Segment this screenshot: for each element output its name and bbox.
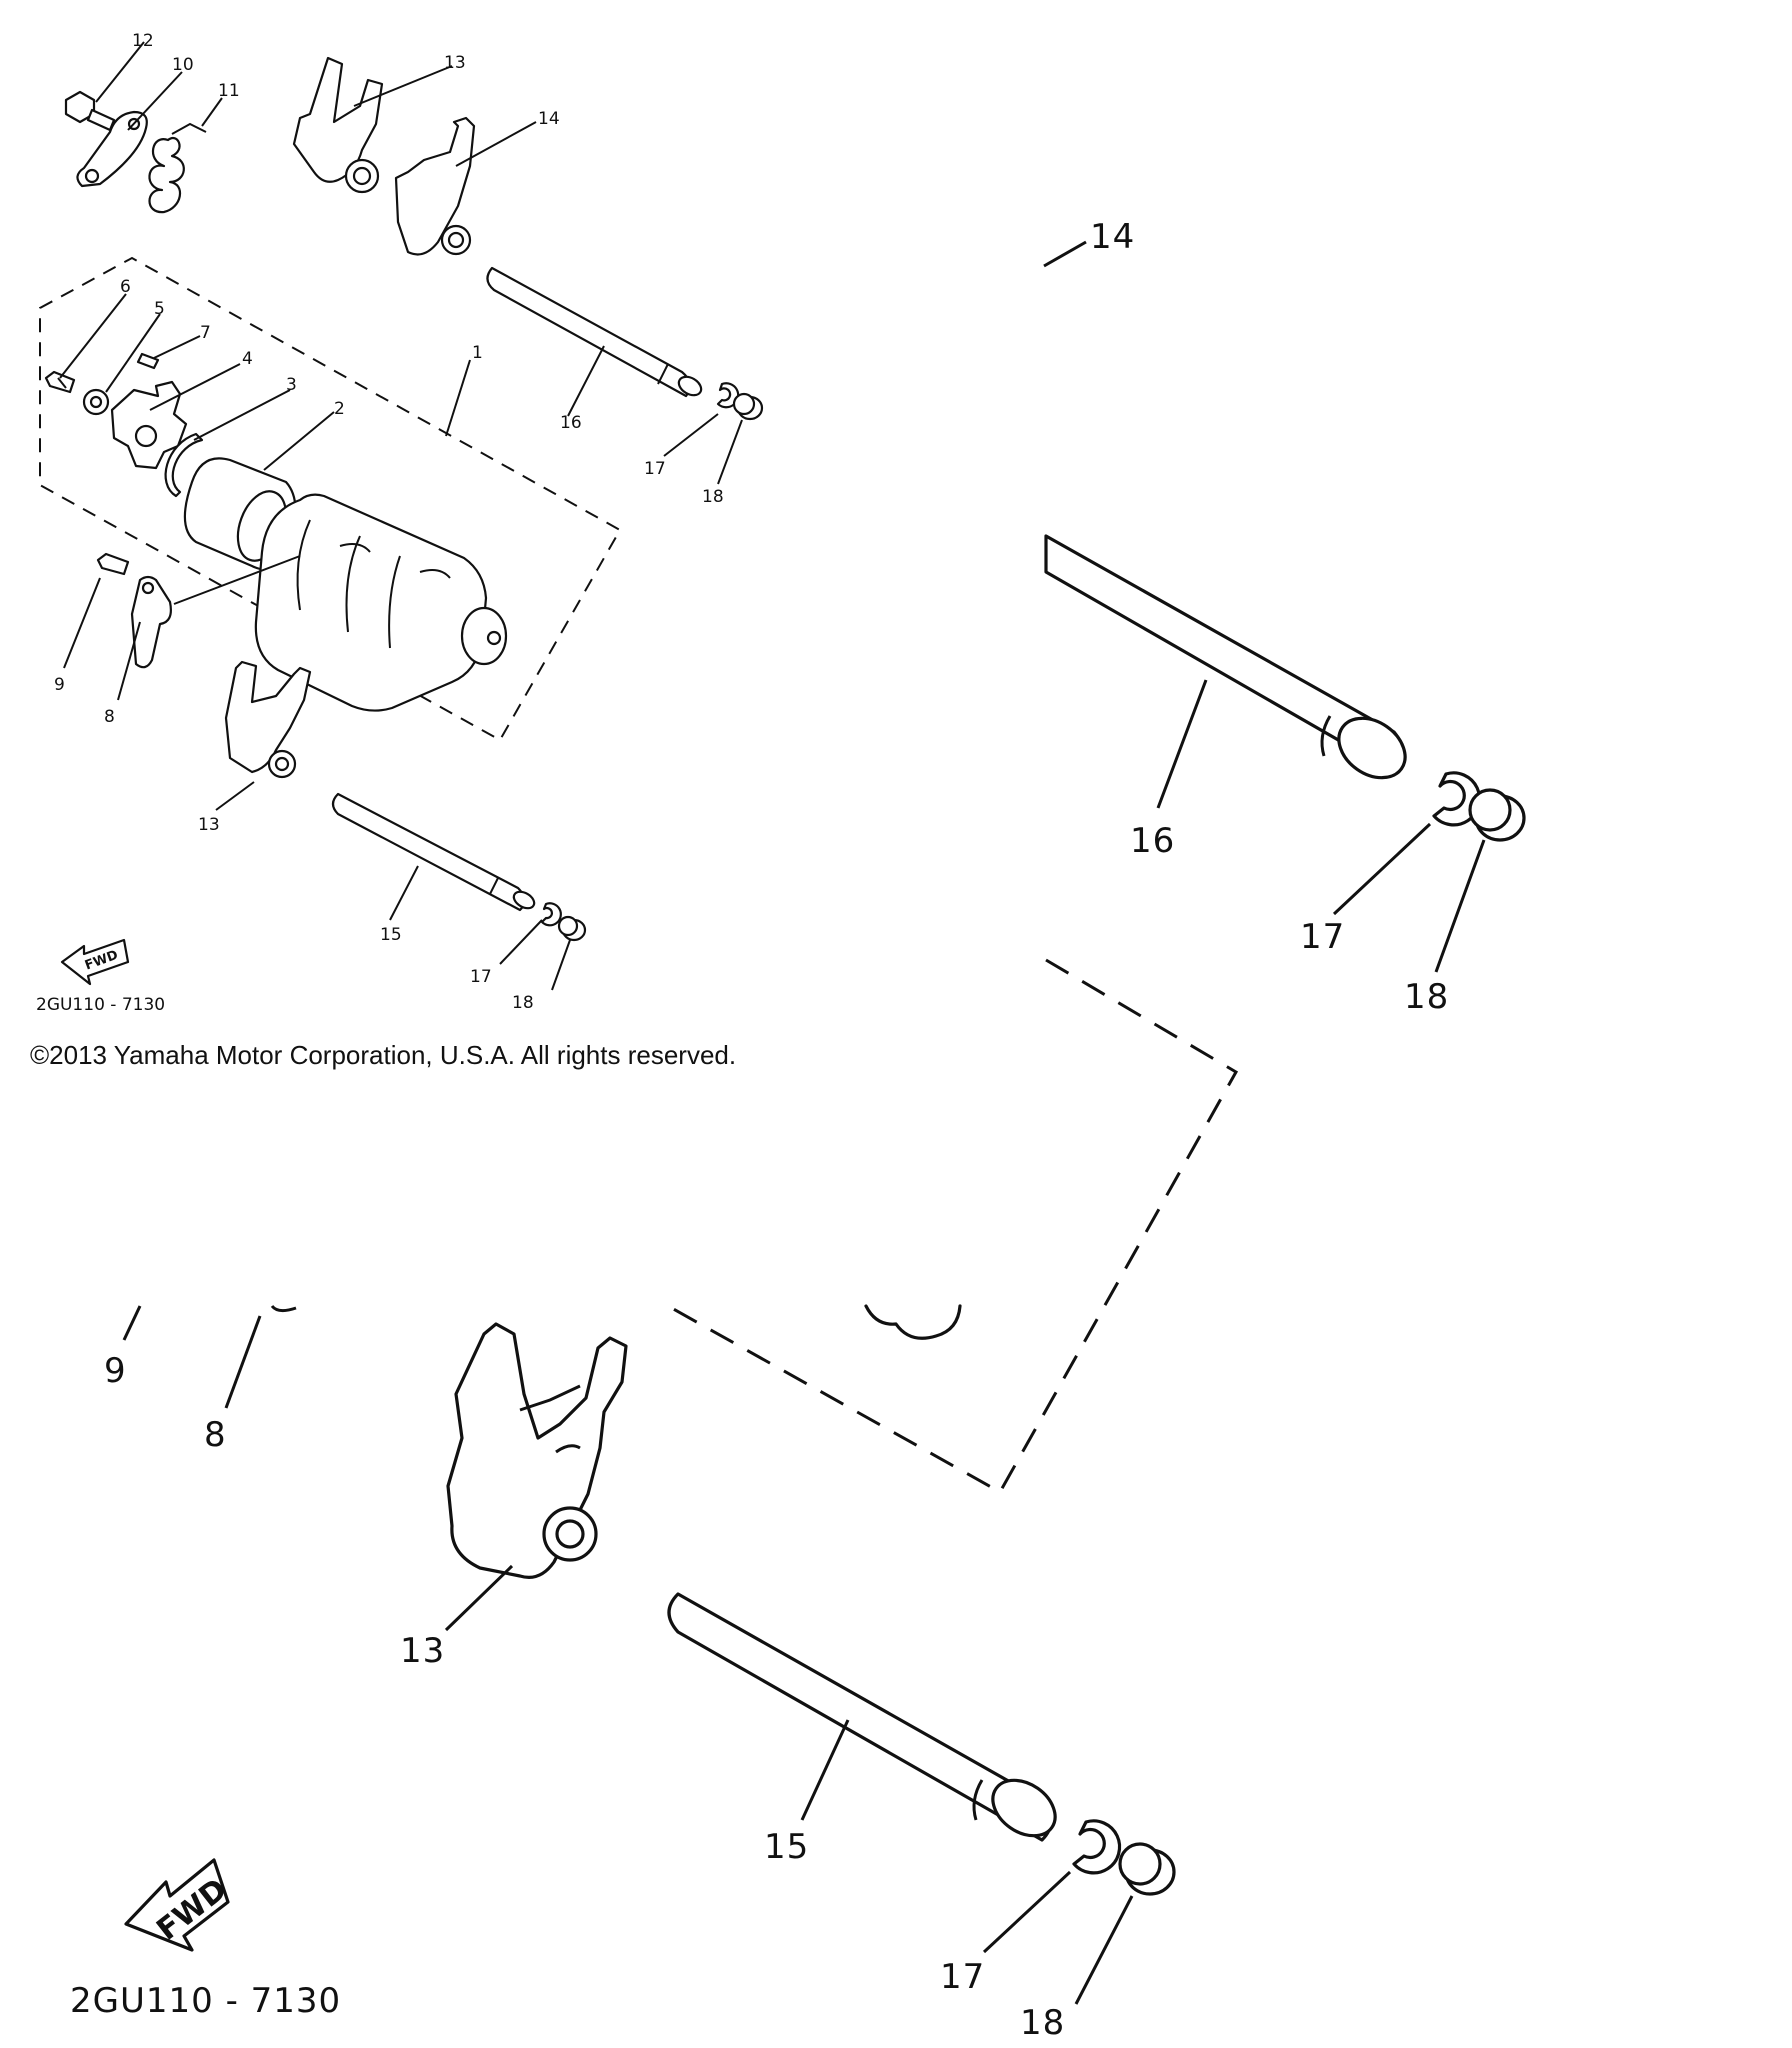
- callout-17-small-bottom: 17: [470, 967, 492, 987]
- part-18-cap-bottom: [557, 915, 587, 942]
- part-16-shaft-large: [1044, 534, 1407, 780]
- part-18-cap-top: [732, 392, 764, 421]
- part-17-clip-bottom: [540, 902, 562, 927]
- part-8-plate: [130, 575, 172, 669]
- callout-16-large: 16: [1130, 821, 1175, 861]
- fwd-arrow-icon-large: FWD: [124, 1858, 234, 1952]
- part-12-bolt: [64, 90, 116, 132]
- callout-9-small: 9: [54, 675, 65, 695]
- callout-15-large: 15: [764, 1827, 809, 1867]
- callout-17-large-bottom: 17: [940, 1957, 985, 1997]
- part-6-screw: [44, 370, 76, 394]
- part-4-segment: [110, 380, 188, 470]
- part-13-fork-top: [292, 56, 384, 194]
- part-17-clip-large-top: [1432, 771, 1482, 827]
- part-1-drum-fragment: [864, 1304, 962, 1340]
- callout-8-large: 8: [204, 1415, 227, 1455]
- callout-2-small: 2: [334, 399, 345, 419]
- part-15-shaft-small: [331, 792, 536, 912]
- part-11-spring: [148, 122, 207, 214]
- callout-5-small: 5: [154, 299, 165, 319]
- callout-16-small: 16: [560, 413, 582, 433]
- callout-4-small: 4: [242, 349, 253, 369]
- callout-17-large-top: 17: [1300, 917, 1345, 957]
- part-18-cap-large-top: [1468, 788, 1526, 842]
- callout-11-small: 11: [218, 81, 240, 101]
- callout-14-small: 14: [538, 109, 560, 129]
- part-13-fork-mid: [224, 660, 312, 779]
- callout-14-large: 14: [1090, 217, 1135, 257]
- part-16-shaft-small: [486, 266, 703, 398]
- part-14-fork-top: [394, 116, 476, 256]
- callout-18-small-bottom: 18: [512, 993, 534, 1013]
- diagram-code-small: 2GU110 - 7130: [36, 995, 165, 1015]
- callout-18-small-top: 18: [702, 487, 724, 507]
- part-9-screw: [96, 552, 130, 576]
- callout-13-small-mid: 13: [198, 815, 220, 835]
- part-5-washer: [82, 388, 110, 416]
- callout-6-small: 6: [120, 277, 131, 297]
- part-3-circlip: [164, 432, 204, 498]
- part-17-clip-large-bottom: [1072, 1819, 1122, 1875]
- callout-9-large: 9: [104, 1351, 127, 1391]
- fwd-arrow-icon-small: FWD: [60, 938, 130, 986]
- callout-12-small: 12: [132, 31, 154, 51]
- overview-diagram: FWD 2GU110 - 7130 12 10 11 13 14 6 5: [36, 31, 764, 1015]
- diagram-code-large: 2GU110 - 7130: [70, 1981, 341, 2021]
- callout-10-small: 10: [172, 55, 194, 75]
- part-1-shift-drum: [254, 493, 508, 712]
- callout-7-small: 7: [200, 323, 211, 343]
- part-7-pin: [136, 352, 160, 370]
- part-18-cap-large-bottom: [1118, 1842, 1176, 1896]
- callout-8-small: 8: [104, 707, 115, 727]
- copyright-notice: ©2013 Yamaha Motor Corporation, U.S.A. A…: [30, 1040, 737, 1070]
- part-17-clip-top: [716, 382, 740, 409]
- callout-13-large: 13: [400, 1631, 445, 1671]
- part-15-shaft-large: [667, 1592, 1057, 1842]
- callout-15-small: 15: [380, 925, 402, 945]
- callout-18-large-bottom: 18: [1020, 2003, 1065, 2043]
- callout-3-small: 3: [286, 375, 297, 395]
- callout-13-small-top: 13: [444, 53, 466, 73]
- zoomed-diagram: 14 16 17 18 9 8: [70, 217, 1526, 2043]
- callout-1-small: 1: [472, 343, 483, 363]
- callout-18-large-top: 18: [1404, 977, 1449, 1017]
- part-13-fork-large: [446, 1322, 628, 1579]
- callout-17-small-top: 17: [644, 459, 666, 479]
